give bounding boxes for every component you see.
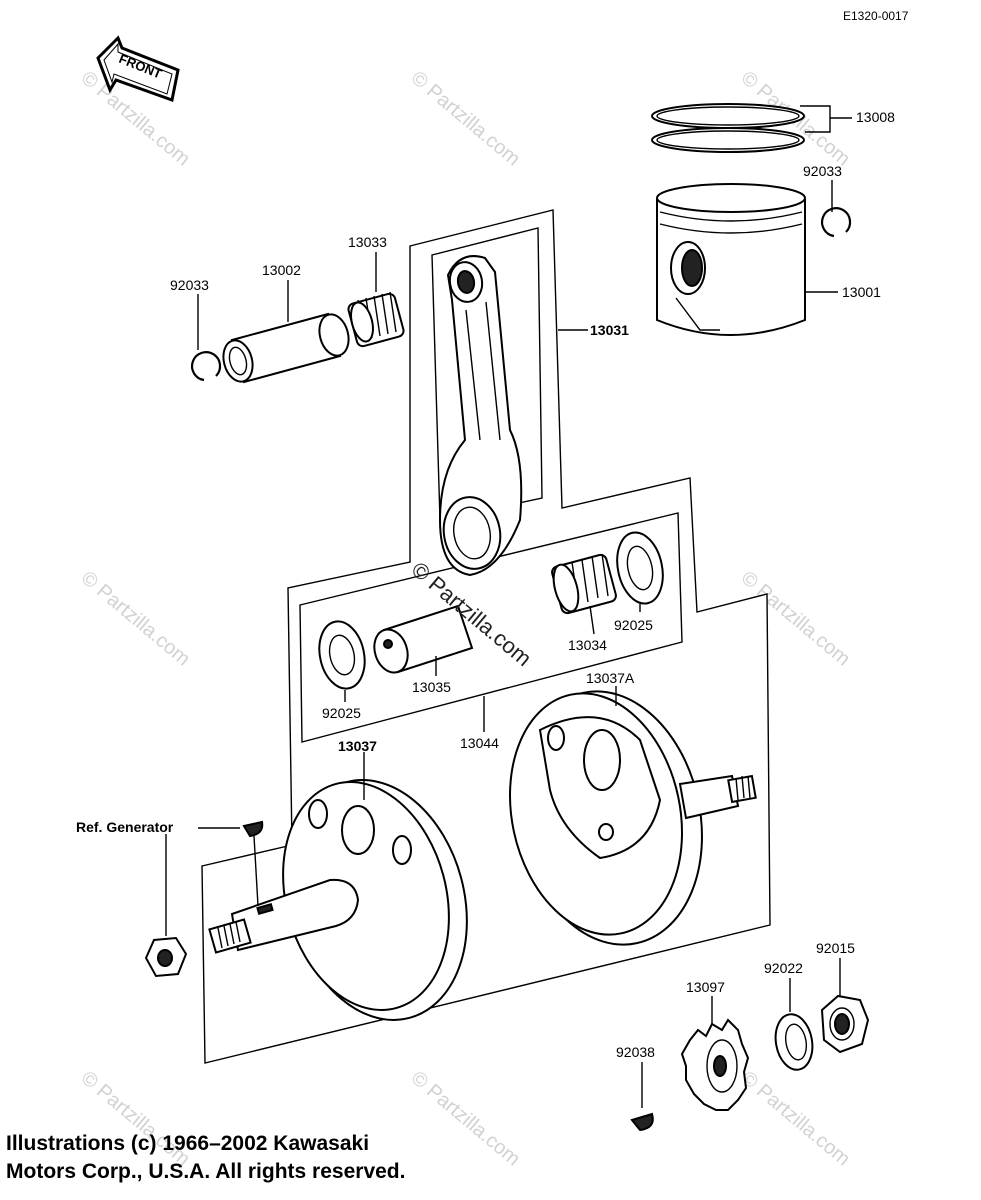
watermark-tile: © Partzilla.com <box>77 567 194 670</box>
part-label-13031: 13031 <box>590 322 629 338</box>
leader-13034 <box>589 605 595 635</box>
piston-pin-13002 <box>222 312 350 384</box>
part-label-13001: 13001 <box>842 284 881 300</box>
woodruff-key-icon <box>242 820 264 838</box>
needle-bearing-13033 <box>347 291 405 348</box>
nut-left-icon <box>144 936 188 978</box>
piston-rings-13008 <box>651 103 805 153</box>
part-label-13008: 13008 <box>856 109 895 125</box>
copyright-line-2: Motors Corp., U.S.A. All rights reserved… <box>6 1160 406 1183</box>
copyright-line-1: Illustrations (c) 1966–2002 Kawasaki <box>6 1132 370 1155</box>
part-label-13037: 13037 <box>338 738 377 754</box>
piston-13001 <box>656 183 806 336</box>
part-label-13035: 13035 <box>412 679 451 695</box>
part-label-13044: 13044 <box>460 735 499 751</box>
nut-92015 <box>820 994 870 1054</box>
part-label-13097: 13097 <box>686 979 725 995</box>
part-label-92015: 92015 <box>816 940 855 956</box>
lock-washer-92022 <box>774 1013 814 1071</box>
gear-13097 <box>680 1018 750 1111</box>
woodruff-key-92038-icon <box>630 1112 654 1132</box>
thrust-washer-right-92025 <box>616 531 664 605</box>
ref-generator-label: Ref. Generator <box>76 819 174 835</box>
part-label-13033: 13033 <box>348 234 387 250</box>
crankshaft-left-13037 <box>208 779 468 1021</box>
connecting-rod-13031 <box>438 255 523 577</box>
leader-13008 <box>800 105 852 133</box>
watermark-tile: © Partzilla.com <box>737 1067 854 1170</box>
crank-pin-13035 <box>373 604 474 674</box>
assembly-outlines <box>201 209 771 1064</box>
crankshaft-right-13037A <box>509 690 757 946</box>
diagram-code: E1320-0017 <box>843 9 909 23</box>
leader-ref-generator <box>198 827 259 907</box>
part-label-92038: 92038 <box>616 1044 655 1060</box>
circlip-left-icon <box>190 351 222 382</box>
watermark-tile: © Partzilla.com <box>407 67 524 170</box>
part-label-13002: 13002 <box>262 262 301 278</box>
circlip-right-icon <box>820 207 852 238</box>
watermark-tile: © Partzilla.com <box>407 1067 524 1170</box>
part-label-92025-right: 92025 <box>614 617 653 633</box>
thrust-washer-left-92025 <box>318 620 366 690</box>
front-arrow-icon: FRONT <box>96 35 180 102</box>
part-label-92022: 92022 <box>764 960 803 976</box>
part-label-92033-right: 92033 <box>803 163 842 179</box>
needle-bearing-13034 <box>551 553 617 615</box>
part-label-13034: 13034 <box>568 637 607 653</box>
part-label-13037A: 13037A <box>586 670 635 686</box>
part-label-92033-left: 92033 <box>170 277 209 293</box>
part-label-92025-left: 92025 <box>322 705 361 721</box>
watermark-tile: © Partzilla.com <box>737 567 854 670</box>
